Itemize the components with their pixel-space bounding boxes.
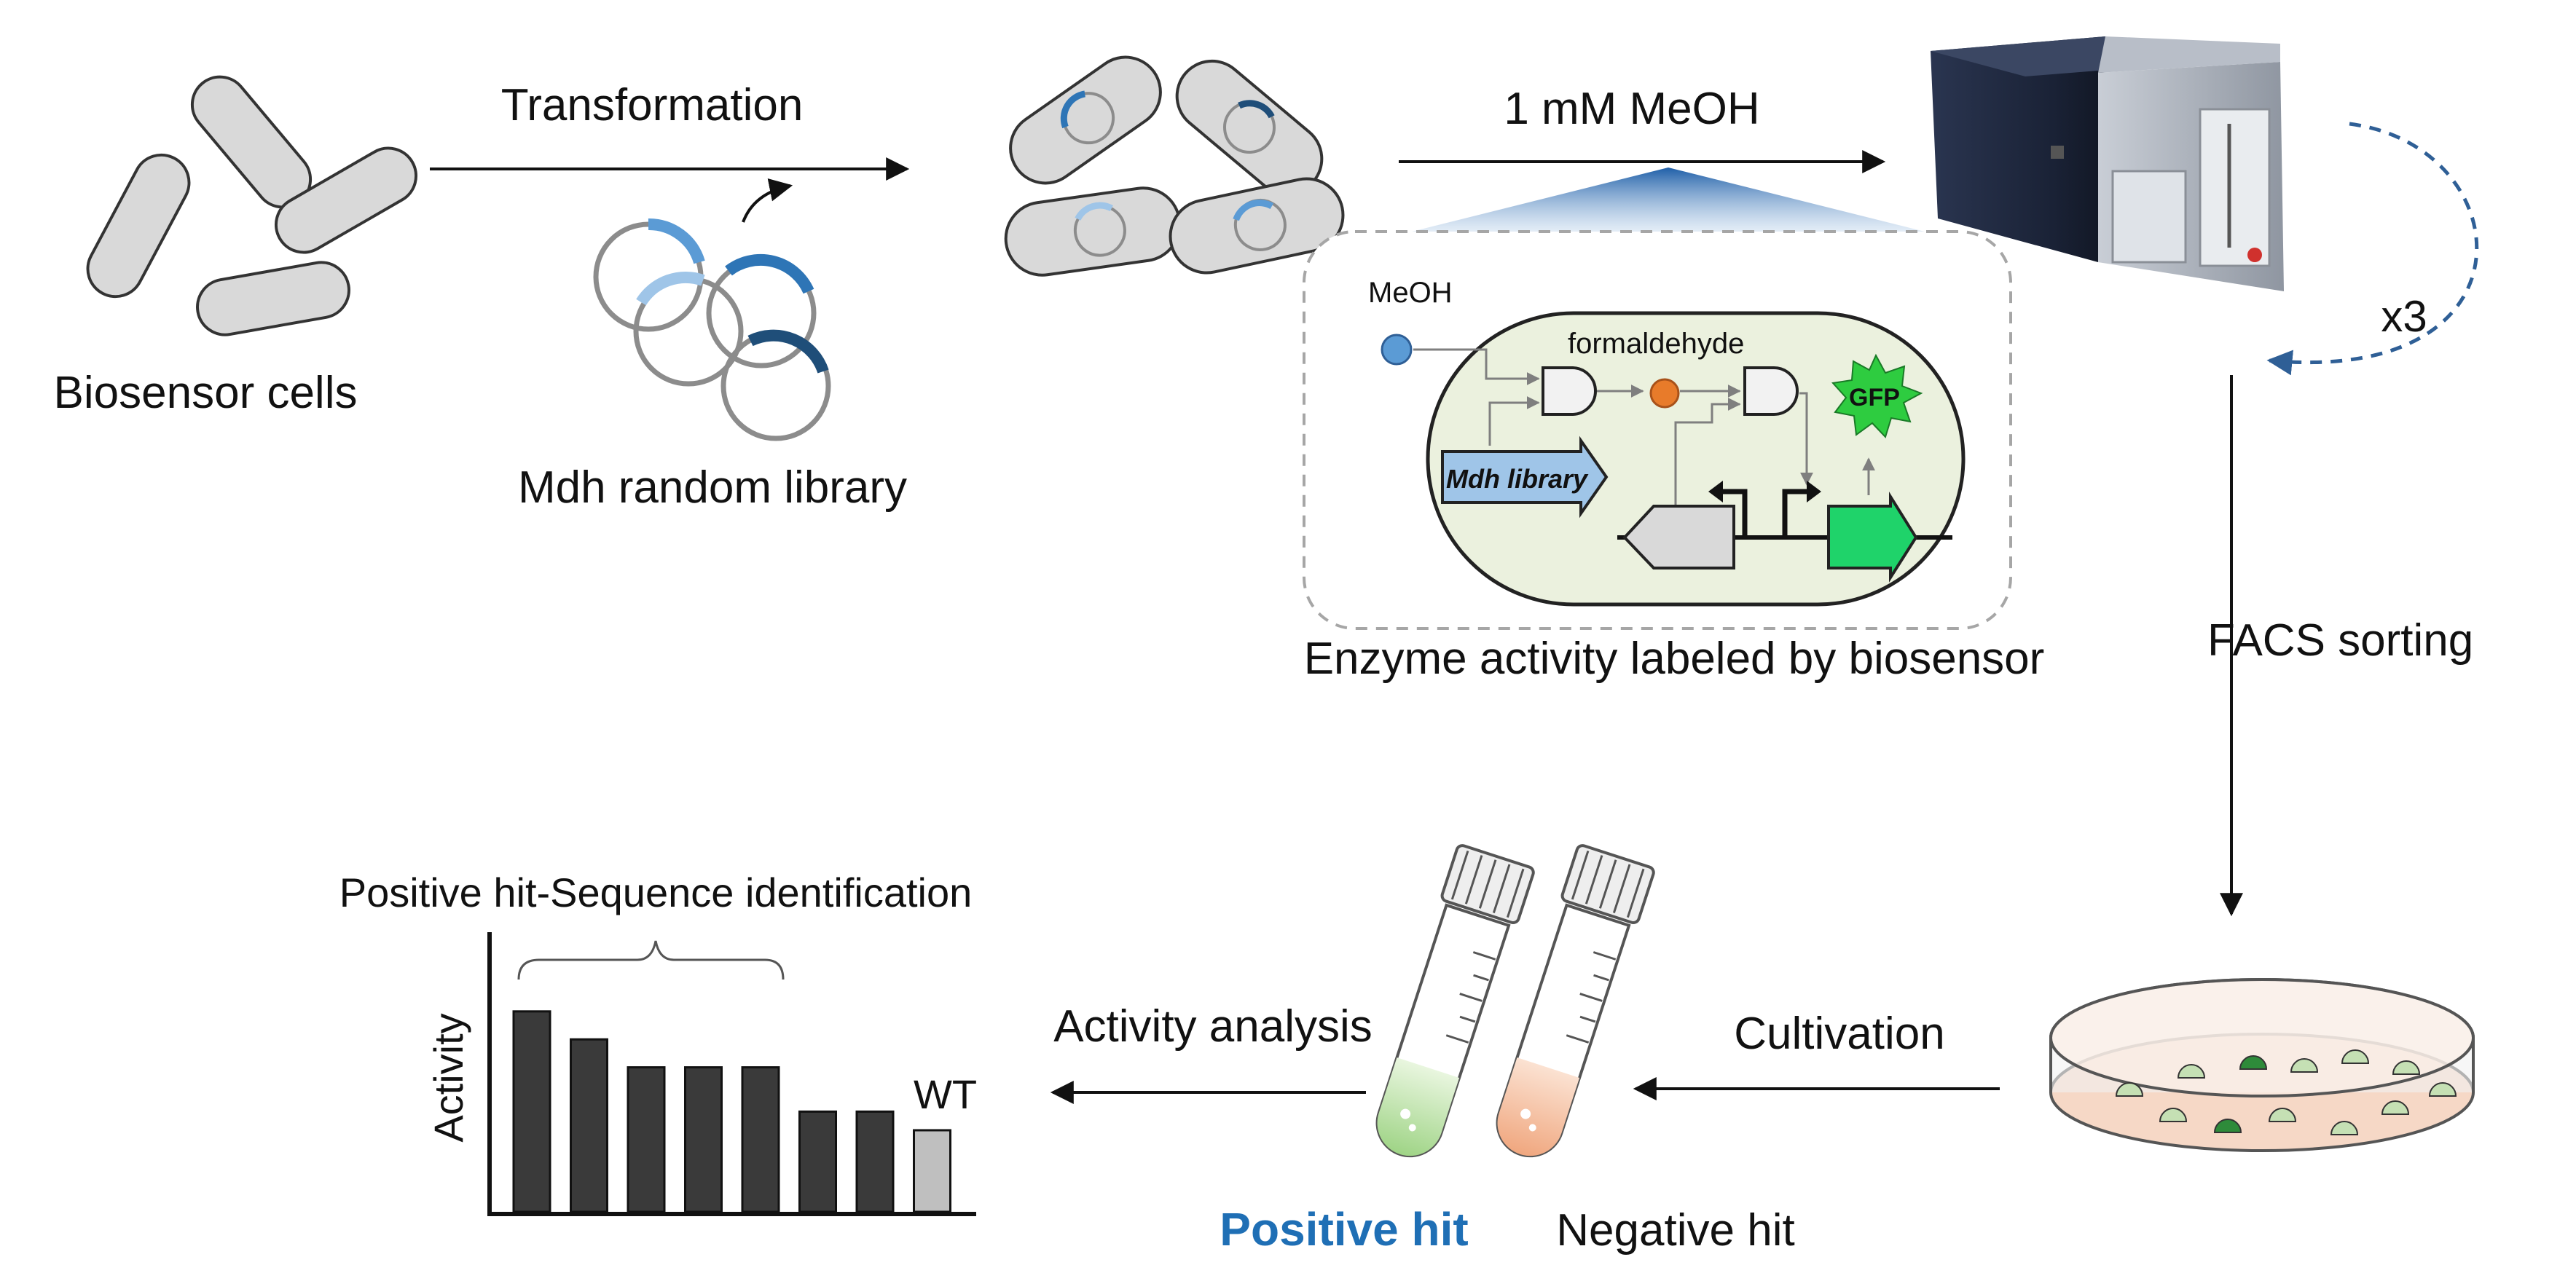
cultivation-label: Cultivation (1734, 1009, 1944, 1059)
bar-variant-6 (798, 1110, 837, 1213)
bar-variant-3 (627, 1066, 666, 1213)
transformed-cells-illustration (1004, 55, 1345, 277)
bar-variant-4 (684, 1066, 723, 1213)
biosensor-cells-label: Biosensor cells (54, 368, 358, 418)
bar-series (512, 1010, 951, 1213)
bar-variant-1 (512, 1010, 551, 1213)
negative-hit-label: Negative hit (1556, 1205, 1794, 1256)
hit-brace (517, 940, 785, 980)
repeat-loop-arrow (2266, 122, 2479, 376)
bar-variant-5 (741, 1066, 780, 1213)
reporter-gene (1827, 492, 1918, 583)
bar-variant-7 (855, 1110, 895, 1213)
positive-tube (1375, 844, 1535, 1158)
bar-labels: WT (914, 1071, 977, 1117)
cell-4 (196, 261, 350, 336)
regulator-gene (1622, 505, 1735, 569)
positive-hit-label: Positive hit (1220, 1203, 1468, 1256)
promoter-left (1719, 489, 1748, 537)
gfp-label: GFP (1849, 384, 1900, 411)
activity-bar-chart: Positive hit-Sequence identification Act… (339, 870, 977, 1216)
y-axis-label: Activity (425, 1013, 471, 1142)
formaldehyde-dot (1649, 378, 1680, 409)
facs-machine-illustration (1931, 36, 2284, 291)
gfp-star (1831, 353, 1923, 438)
bar-label-wt: WT (914, 1071, 977, 1117)
test-tubes-illustration (1375, 844, 1655, 1158)
negative-tube (1496, 844, 1655, 1158)
facs-sorting-label: FACS sorting (2207, 615, 2473, 666)
activity-analysis-label: Activity analysis (1053, 1001, 1373, 1052)
mdh-library-label: Mdh random library (518, 462, 907, 513)
cell-1 (86, 153, 191, 299)
biosensor-circuit: MeOH formaldehyde Mdh library GFP (1368, 277, 1966, 607)
transformation-label: Transformation (501, 80, 804, 130)
repeat-label: x3 (2381, 292, 2427, 341)
petri-dish-illustration (2049, 978, 2475, 1152)
methanol-dot (1381, 334, 1413, 366)
plasmid-library-illustration (593, 178, 831, 441)
promoter-right (1782, 489, 1810, 537)
mdh-library-gene (1441, 435, 1609, 519)
biosensor-cells-illustration (86, 75, 418, 336)
mdh-library-gene-label: Mdh library (1446, 464, 1589, 494)
and-gate-2 (1743, 366, 1799, 416)
chart-title: Positive hit-Sequence identification (339, 870, 973, 915)
meoh-condition-label: 1 mM MeOH (1504, 84, 1759, 134)
inset-meoh-label: MeOH (1368, 277, 1453, 309)
enzyme-activity-label: Enzyme activity labeled by biosensor (1304, 634, 2045, 684)
and-gate-1 (1542, 366, 1597, 416)
bar-wt (913, 1129, 951, 1213)
cell-3 (274, 146, 418, 254)
bar-variant-2 (570, 1038, 608, 1213)
zoom-beam (1377, 167, 1960, 240)
inset-formaldehyde-label: formaldehyde (1568, 328, 1744, 360)
